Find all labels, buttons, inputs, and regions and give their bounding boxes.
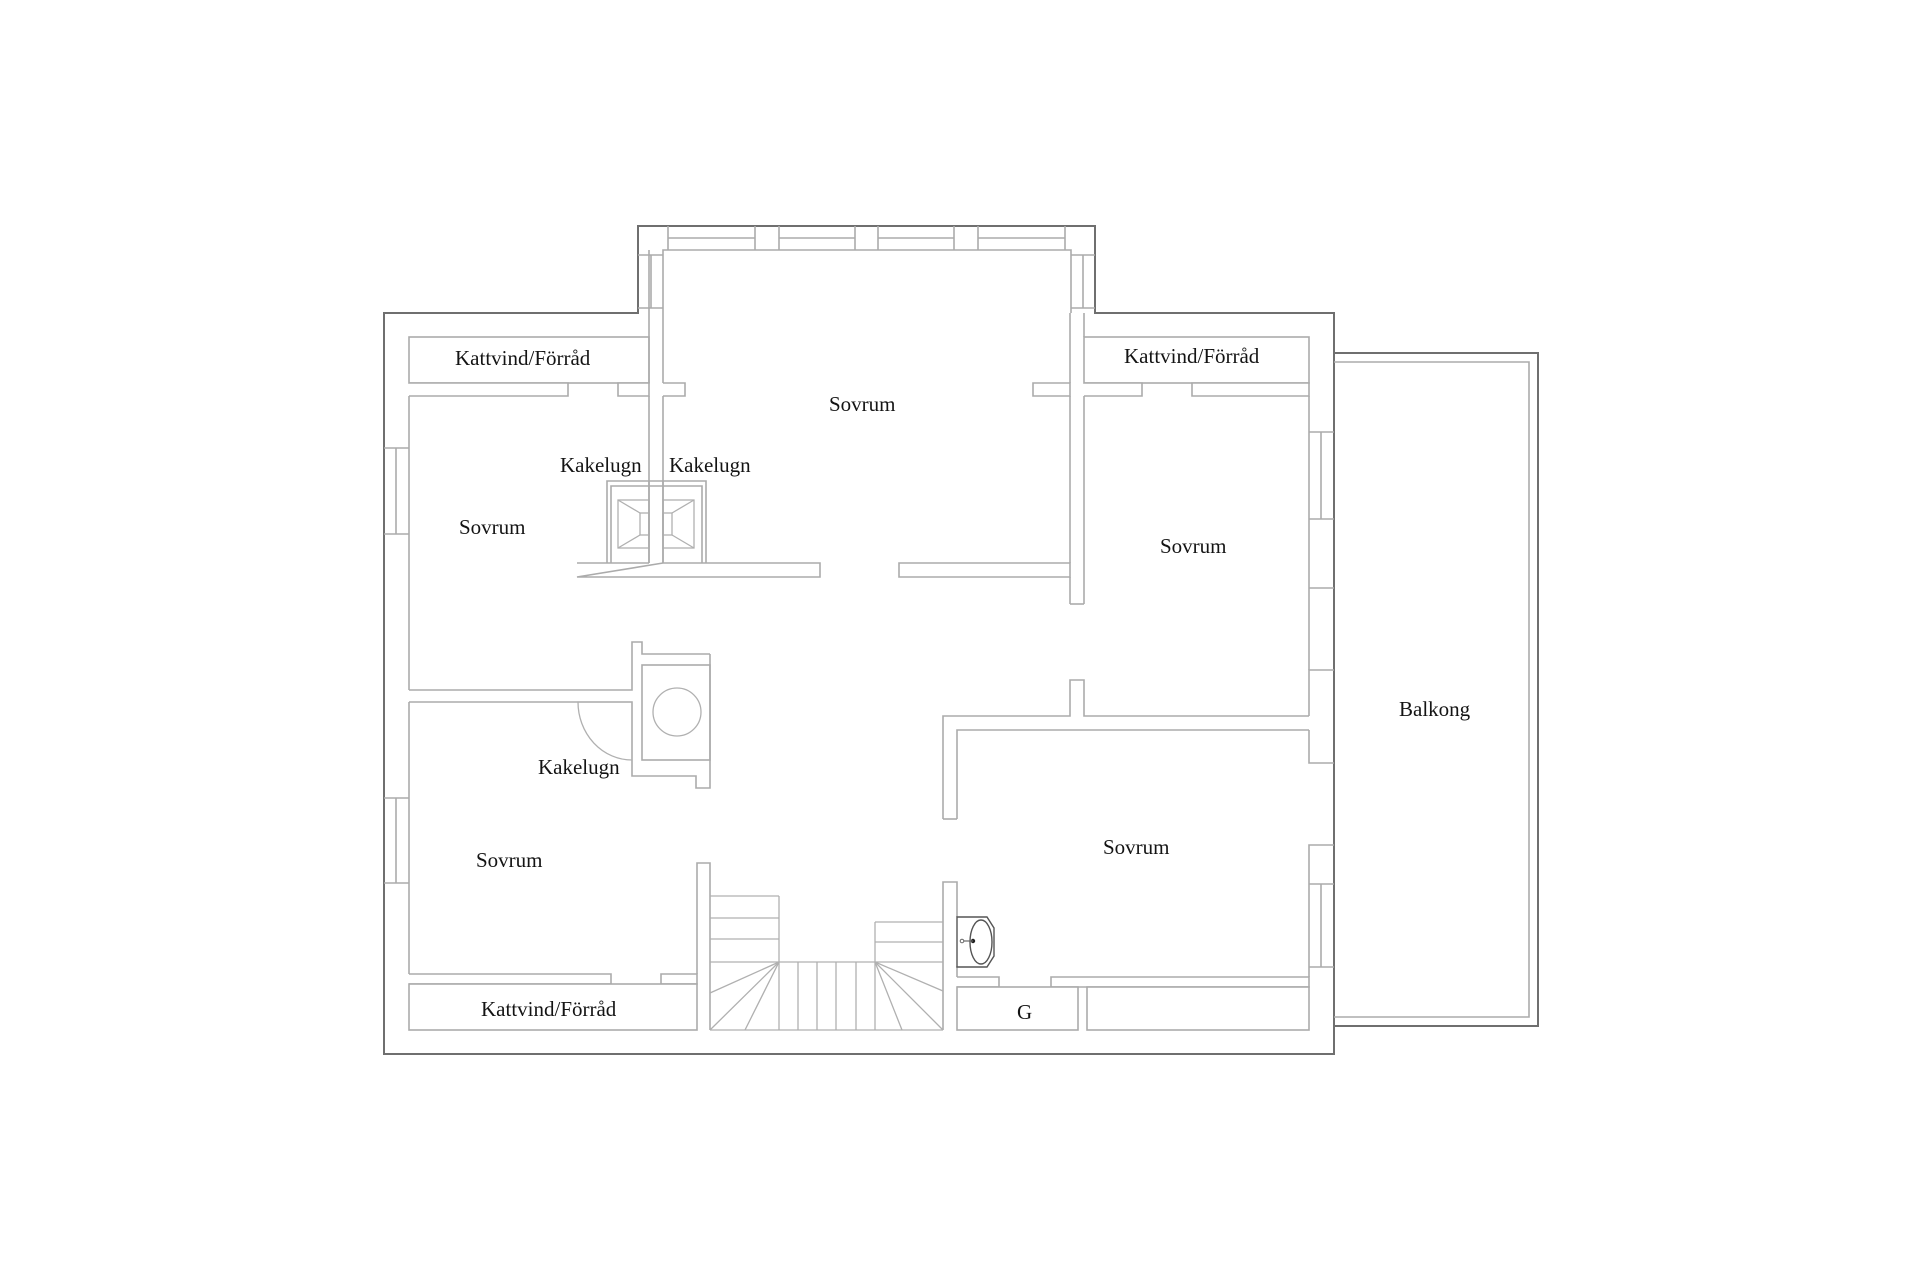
room-label-kattvind-top-left: Kattvind/Förråd (455, 346, 591, 370)
fixture-label-kakelugn-right: Kakelugn (669, 453, 751, 477)
room-label-sovrum-right: Sovrum (1160, 534, 1227, 558)
room-label-sovrum-bottom-right: Sovrum (1103, 835, 1170, 859)
room-label-sovrum-top-center: Sovrum (829, 392, 896, 416)
sink-icon (956, 916, 995, 968)
outer-walls (383, 225, 1335, 1055)
tile-stove-round (577, 664, 711, 761)
tile-stove-double (606, 480, 707, 563)
room-label-kattvind-bottom-left: Kattvind/Förråd (481, 997, 617, 1021)
stairs-icon (709, 895, 944, 1031)
inner-walls (384, 250, 1334, 1031)
room-label-sovrum-top-left: Sovrum (459, 515, 526, 539)
fixture-label-kakelugn-round: Kakelugn (538, 755, 620, 779)
bay-window-frame (638, 226, 1095, 313)
room-label-balkong: Balkong (1399, 697, 1471, 721)
room-label-wc: G (1017, 1000, 1033, 1024)
balcony-outline (1334, 352, 1539, 1027)
room-label-kattvind-top-right: Kattvind/Förråd (1124, 344, 1260, 368)
fixture-label-kakelugn-left: Kakelugn (560, 453, 642, 477)
room-label-sovrum-bottom-left: Sovrum (476, 848, 543, 872)
